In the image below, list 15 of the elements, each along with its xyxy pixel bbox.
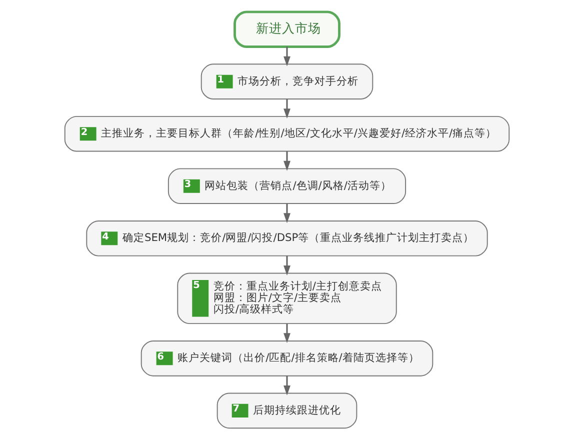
node-box: 3 网站包装（营销点/色调/风格/活动等） (168, 168, 406, 204)
node-box: 新进入市场 (234, 10, 340, 48)
arrow (284, 256, 290, 276)
node-box: 5 竞价：重点业务计划/主打创意卖点 网盟：图片/文字/主要卖点 闪投/高级样式等 (177, 272, 397, 324)
arrow (284, 99, 290, 119)
node-box: 7 后期持续跟进优化 (216, 392, 358, 429)
node-box: 2 主推业务，主要目标人群（年龄/性别/地区/文化水平/兴趣爱好/经济水平/痛点等） (64, 116, 510, 152)
arrow (284, 46, 290, 66)
arrow (284, 324, 290, 343)
node-box: 4 确定SEM规划：竞价/网盟/闪投/DSP等（重点业务线推广计划主打卖点） (86, 220, 488, 256)
node-box: 1 市场分析，竞争对手分析 (200, 64, 374, 100)
arrow (284, 376, 290, 396)
arrow (284, 151, 290, 171)
node-box: 6 账户关键词（出价/匹配/排名策略/着陆页选择等） (140, 340, 434, 376)
arrow (284, 204, 290, 224)
